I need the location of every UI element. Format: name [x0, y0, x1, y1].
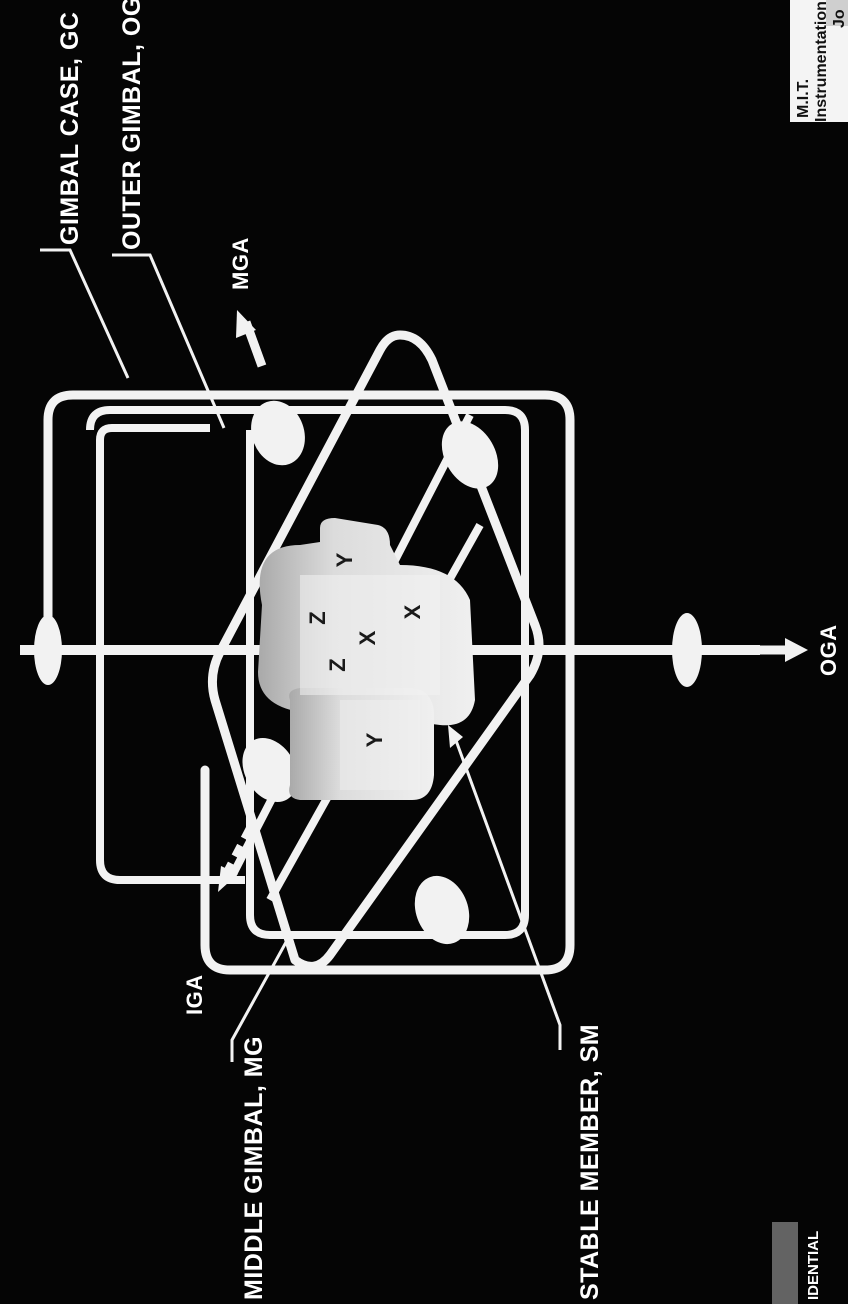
marking-y-lower: Y	[362, 732, 387, 747]
label-stable-member: STABLE MEMBER, SM	[576, 1024, 604, 1300]
stable-member: Y Z X X Z Y	[258, 518, 475, 800]
oga-arrow	[735, 638, 808, 662]
classification-text: IDENTIAL	[805, 1231, 822, 1300]
outer-gimbal-rail-left	[100, 428, 210, 860]
leader-stable-member	[454, 735, 560, 1050]
marking-z-upper: Z	[305, 611, 330, 624]
oga-bearing-bottom	[672, 613, 702, 687]
title-block-corner: Jo	[831, 9, 848, 28]
classification-footer: IDENTIAL	[772, 1222, 822, 1304]
marking-y-upper: Y	[332, 552, 357, 567]
label-oga: OGA	[816, 624, 841, 676]
title-block: M.I.T. Instrumentation L Jo	[790, 0, 848, 122]
title-block-line2: Instrumentation L	[813, 0, 830, 122]
marking-x-right: X	[400, 604, 425, 619]
label-gimbal-case: GIMBAL CASE, GC	[56, 12, 84, 245]
mga-arrow	[236, 310, 262, 366]
title-block-line1: M.I.T.	[795, 79, 812, 118]
leader-gimbal-case	[40, 250, 128, 378]
leader-outer-gimbal	[112, 255, 224, 428]
classification-stamp	[772, 1222, 798, 1304]
marking-z-lower: Z	[325, 658, 350, 671]
label-middle-gimbal: MIDDLE GIMBAL, MG	[240, 1036, 268, 1300]
oga-bearing-top	[34, 615, 62, 685]
label-outer-gimbal: OUTER GIMBAL, OG	[118, 0, 146, 250]
iga-bearing-right	[430, 411, 509, 498]
marking-x-center: X	[355, 630, 380, 645]
label-iga: IGA	[182, 974, 207, 1015]
label-mga: MGA	[228, 237, 253, 290]
